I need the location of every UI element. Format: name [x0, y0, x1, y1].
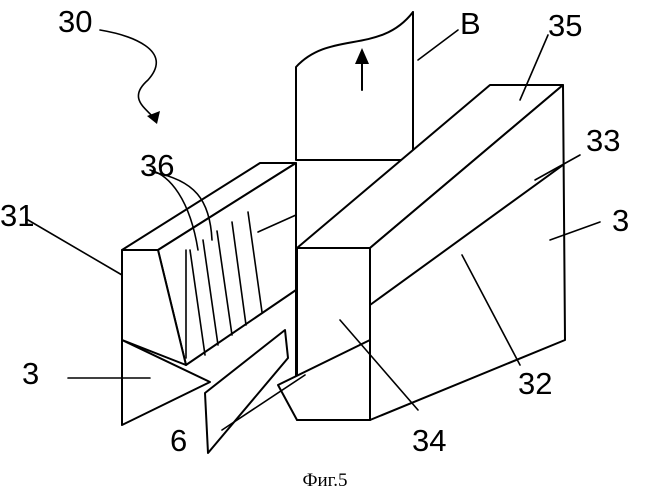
label-33: 33	[586, 125, 620, 156]
label-31: 31	[0, 200, 34, 231]
figure-caption: Фиг.5	[0, 470, 650, 492]
label-34: 34	[412, 425, 446, 456]
label-3-left: 3	[22, 358, 39, 389]
strip-b	[296, 12, 413, 160]
label-36: 36	[140, 150, 174, 181]
label-32: 32	[518, 368, 552, 399]
strip-6	[205, 330, 288, 453]
label-6: 6	[170, 425, 187, 456]
label-3-right: 3	[612, 205, 629, 236]
label-b: B	[460, 8, 481, 39]
label-35: 35	[548, 10, 582, 41]
label-30: 30	[58, 6, 92, 37]
strip-b-body	[296, 12, 413, 160]
